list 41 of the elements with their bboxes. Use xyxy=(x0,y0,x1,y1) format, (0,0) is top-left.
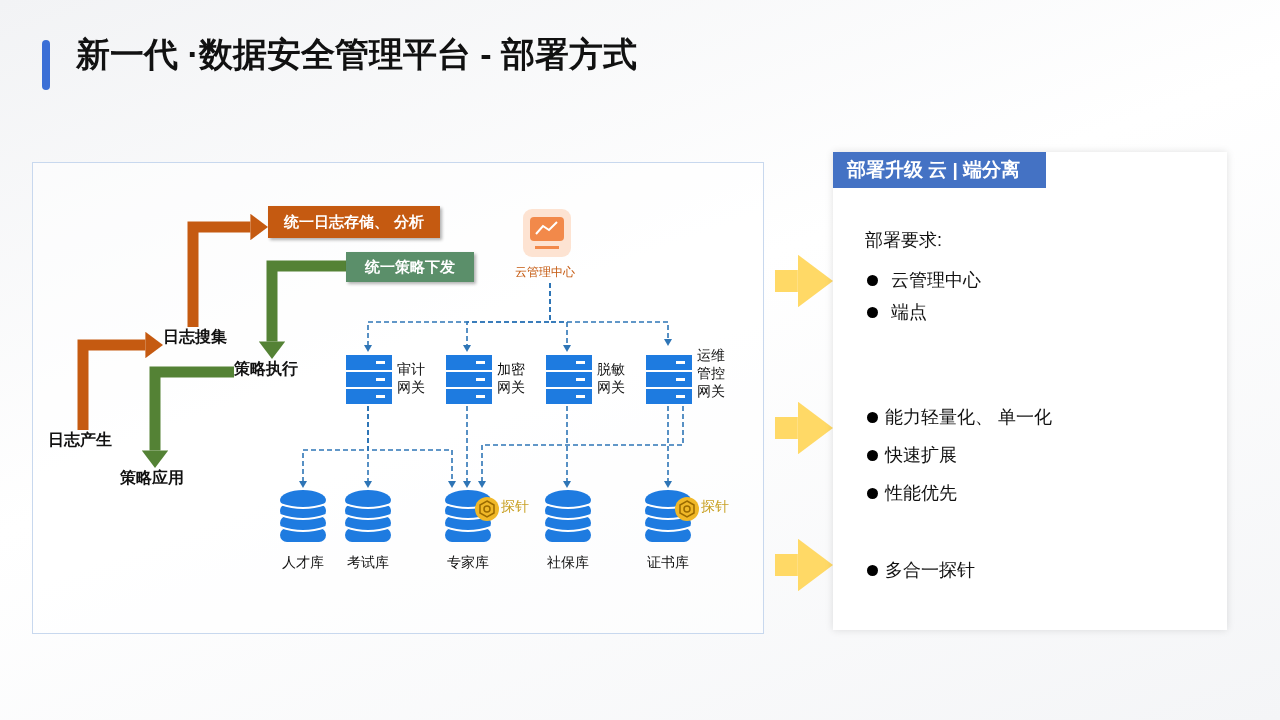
gateway-label: 脱敏网关 xyxy=(597,360,626,396)
gateway-label: 运维管控网关 xyxy=(697,346,726,400)
arrow xyxy=(775,538,833,592)
arrow xyxy=(775,401,833,455)
bullet-text: 性能优先 xyxy=(885,482,957,505)
bullet-text: 多合一探针 xyxy=(885,559,975,582)
dashed-arrow xyxy=(664,405,672,488)
database-label: 证书库 xyxy=(646,554,690,572)
gateway-label: 审计网关 xyxy=(397,360,426,396)
panel-text: 部署要求: xyxy=(865,229,942,252)
info-panel xyxy=(833,152,1227,630)
arrow xyxy=(775,254,833,308)
database-label: 考试库 xyxy=(346,554,390,572)
arrow xyxy=(141,366,234,468)
database-label: 社保库 xyxy=(546,554,590,572)
bullet-text: 端点 xyxy=(891,301,927,324)
bullet-text: 云管理中心 xyxy=(891,269,981,292)
dashed-arrow xyxy=(463,405,471,488)
step-label: 日志产生 xyxy=(48,430,112,450)
panel-header: 部署升级 云 | 端分离 xyxy=(833,152,1047,188)
step-label: 日志搜集 xyxy=(163,327,227,347)
probe-label: 探针 xyxy=(501,498,529,516)
dashed-arrow xyxy=(478,405,684,488)
arrow xyxy=(187,213,268,327)
slide-title: 新一代 ·数据安全管理平台 - 部署方式 xyxy=(76,34,637,75)
node-label: 云管理中心 xyxy=(515,264,575,281)
bullet-text: 能力轻量化、 单一化 xyxy=(885,406,1052,429)
step-label: 策略执行 xyxy=(234,359,298,379)
probe-label: 探针 xyxy=(701,498,729,516)
dashed-arrow xyxy=(563,405,571,488)
arrow xyxy=(77,331,163,430)
bullet-text: 快速扩展 xyxy=(885,444,957,467)
gateway-label: 加密网关 xyxy=(497,360,526,396)
dashed-arrow xyxy=(549,282,672,346)
step-box: 统一策略下发 xyxy=(346,252,474,282)
step-label: 策略应用 xyxy=(120,468,184,488)
database-label: 专家库 xyxy=(446,554,490,572)
arrow xyxy=(258,260,346,359)
step-box: 统一日志存储、 分析 xyxy=(268,206,440,238)
database-label: 人才库 xyxy=(281,554,325,572)
dashed-arrow xyxy=(367,405,456,488)
